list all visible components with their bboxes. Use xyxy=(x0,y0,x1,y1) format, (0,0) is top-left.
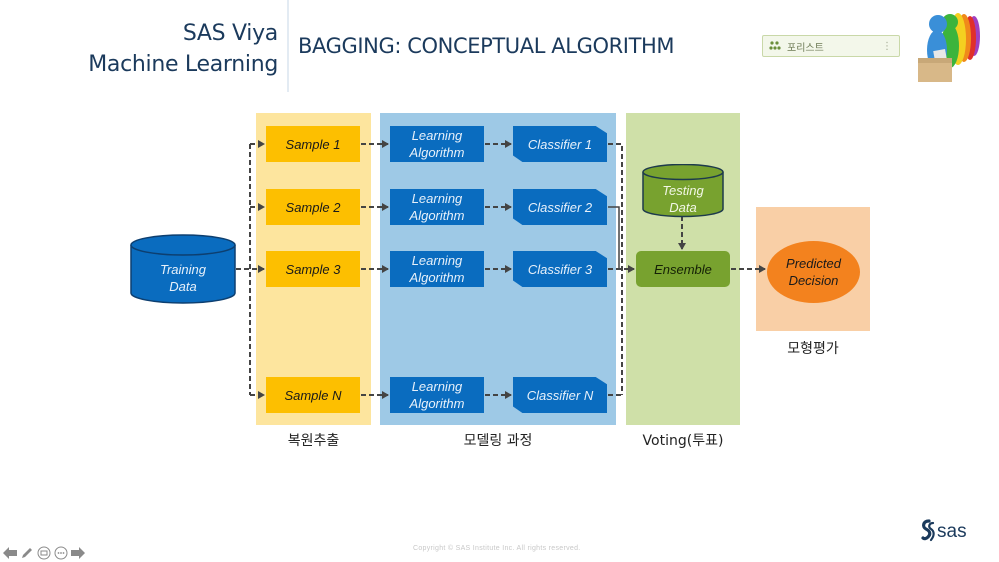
arrow-right-icon[interactable] xyxy=(71,546,85,560)
brand-line-1: SAS Viya xyxy=(182,21,278,46)
brand-line-2: Machine Learning xyxy=(88,52,278,77)
copyright-text: Copyright © SAS Institute Inc. All right… xyxy=(413,545,581,552)
sample-3-box: Sample 3 xyxy=(266,251,360,287)
learning-1-line-2: Algorithm xyxy=(409,145,465,160)
classifier-3-box: Classifier 3 xyxy=(513,251,607,287)
training-data-line-2: Data xyxy=(169,279,197,294)
brand-title: SAS Viya Machine Learning xyxy=(40,18,278,80)
testing-data-line-2: Data xyxy=(669,200,697,215)
slide-nav-bar xyxy=(3,546,85,560)
evaluation-band-label: 모형평가 xyxy=(787,341,839,357)
learning-2-line-2: Algorithm xyxy=(409,208,465,223)
ensemble-box: Ensemble xyxy=(636,251,730,287)
classifier-2-box: Classifier 2 xyxy=(513,189,607,225)
slides-icon[interactable] xyxy=(37,546,51,560)
testing-data-cylinder: Testing Data xyxy=(642,164,724,218)
more-vertical-icon[interactable]: ⋮ xyxy=(882,40,892,52)
classifier-n-box: Classifier N xyxy=(513,377,607,413)
learning-2-line-1: Learning xyxy=(411,191,463,206)
sample-n-box: Sample N xyxy=(266,377,360,413)
training-data-line-1: Training xyxy=(159,262,206,277)
learning-n-line-2: Algorithm xyxy=(409,396,465,411)
sas-logo: sas xyxy=(920,518,980,544)
more-icon[interactable] xyxy=(54,546,68,560)
decision-line-1: Predicted xyxy=(786,256,841,271)
classifier-1-box: Classifier 1 xyxy=(513,126,607,162)
arrow-left-icon[interactable] xyxy=(3,546,17,560)
pen-icon[interactable] xyxy=(20,546,34,560)
header-divider xyxy=(287,0,289,92)
learning-n-line-1: Learning xyxy=(411,379,463,394)
slide-title: BAGGING: CONCEPTUAL ALGORITHM xyxy=(298,34,675,58)
sampling-band-label: 복원추출 xyxy=(287,433,340,449)
learning-1-line-1: Learning xyxy=(411,128,463,143)
sas-logo-text: sas xyxy=(937,521,967,542)
voting-people-image xyxy=(914,6,990,84)
learning-3-line-2: Algorithm xyxy=(409,270,465,285)
sample-2-box: Sample 2 xyxy=(266,189,360,225)
modeling-band-label: 모델링 과정 xyxy=(463,433,533,449)
testing-data-line-1: Testing xyxy=(662,183,704,198)
forest-icon xyxy=(769,40,781,52)
decision-line-2: Decision xyxy=(788,273,839,288)
training-data-cylinder: Training Data xyxy=(130,234,236,304)
forest-chip-label: 포리스트 xyxy=(787,42,824,54)
voting-band-label: Voting(투표) xyxy=(642,433,724,449)
forest-chip[interactable]: 포리스트 ⋮ xyxy=(762,35,900,57)
sample-1-box: Sample 1 xyxy=(266,126,360,162)
learning-3-line-1: Learning xyxy=(411,253,463,268)
